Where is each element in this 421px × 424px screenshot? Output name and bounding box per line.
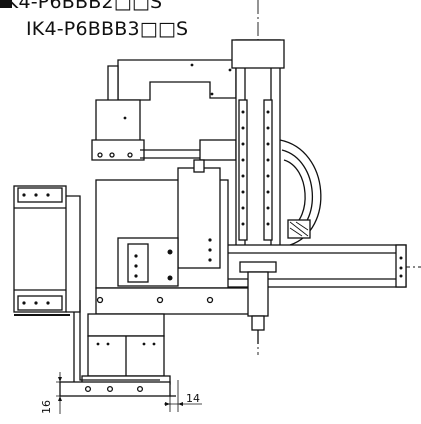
title-bullet (0, 0, 12, 8)
base-foot (59, 381, 176, 397)
dimension-14: 14 (164, 380, 202, 412)
model-title-line-2: IK4-P6BBB3□□S (26, 18, 189, 40)
model-title-line-1: IK4-P6BBB2□□S (0, 0, 163, 13)
tool-spindle (239, 261, 277, 344)
cable-arc (279, 139, 322, 246)
dimension-16-label: 16 (40, 400, 53, 414)
dimension-16: 16 (40, 372, 76, 414)
left-bracket (13, 185, 160, 384)
vertical-column (231, 39, 285, 266)
dimension-14-label: 14 (186, 392, 200, 405)
upper-bracket-arm (91, 59, 237, 161)
main-body (95, 159, 257, 315)
lower-motor (81, 313, 171, 385)
